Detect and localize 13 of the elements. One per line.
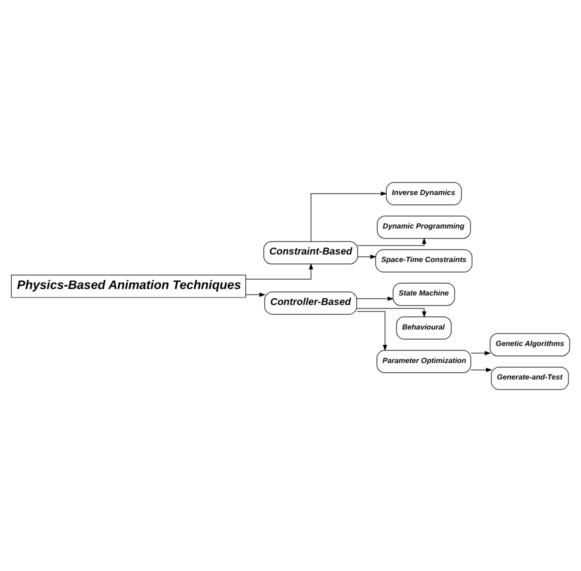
- arrow: [356, 296, 394, 300]
- node-box: Controller-Based: [264, 291, 358, 314]
- arrow: [356, 310, 388, 351]
- arrow: [357, 254, 376, 258]
- arrow: [310, 191, 388, 242]
- arrow: [356, 308, 426, 318]
- node-box: Constraint-Based: [263, 240, 358, 264]
- arrow: [470, 350, 491, 355]
- arrow: [246, 292, 266, 296]
- arrow: [470, 367, 492, 372]
- node-box: Physics-Based Animation Techniques: [11, 274, 246, 298]
- arrow: [357, 237, 426, 246]
- arrow: [246, 262, 314, 279]
